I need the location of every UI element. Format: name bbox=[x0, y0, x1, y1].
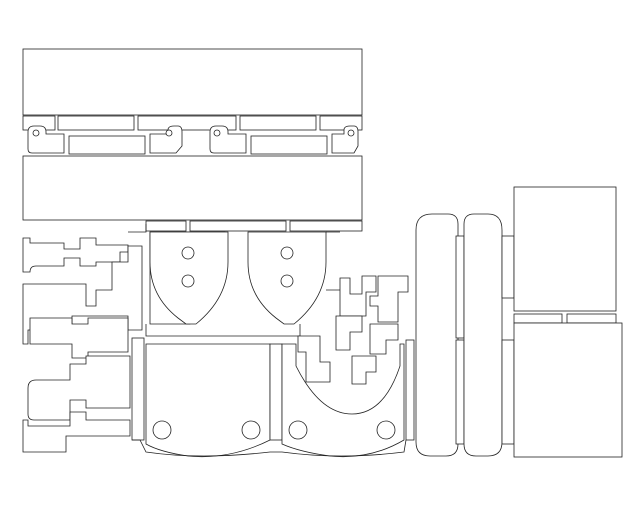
right-tab-1 bbox=[513, 313, 563, 324]
hinge-hole-3 bbox=[213, 129, 221, 137]
t-part-4 bbox=[369, 323, 399, 355]
lower-mid-strip bbox=[269, 343, 283, 441]
hinge-tab-2 bbox=[250, 135, 328, 155]
lower-panel-left bbox=[145, 343, 271, 458]
top-tab-3 bbox=[137, 115, 237, 131]
column-gap-upper-left bbox=[455, 235, 465, 339]
hinge-row bbox=[27, 125, 359, 155]
hinge-tab-1 bbox=[68, 135, 146, 155]
second-long-panel bbox=[22, 155, 363, 221]
lower-hole-4 bbox=[376, 420, 396, 440]
lower-hole-3 bbox=[288, 420, 308, 440]
clip-part-mid bbox=[29, 317, 129, 359]
right-tab-2 bbox=[566, 313, 617, 324]
t-part-5 bbox=[297, 335, 331, 383]
column-gap-lower-right bbox=[501, 339, 515, 445]
lower-outline bbox=[132, 439, 407, 457]
lobe-hole-2 bbox=[181, 274, 195, 288]
t-part-6 bbox=[351, 355, 377, 385]
lobe-frame-lines bbox=[128, 224, 340, 337]
lower-hole-2 bbox=[241, 420, 261, 440]
top-long-panel bbox=[22, 48, 363, 116]
lower-left-strip bbox=[131, 337, 145, 441]
second-tab-1 bbox=[145, 220, 187, 232]
clip-part-lower bbox=[27, 355, 131, 421]
lower-panel-right bbox=[281, 343, 405, 457]
hinge-hole-4 bbox=[347, 129, 355, 137]
t-part-3 bbox=[335, 315, 363, 351]
hinge-ear-2 bbox=[149, 125, 183, 154]
second-tab-2 bbox=[189, 220, 287, 232]
hinge-hole-2 bbox=[165, 129, 173, 137]
lobe-hole-1 bbox=[181, 246, 195, 260]
t-part-2 bbox=[369, 275, 409, 323]
top-tab-2 bbox=[57, 115, 135, 131]
lower-hole-1 bbox=[152, 420, 172, 440]
column-gap-lower-left bbox=[455, 339, 465, 445]
lower-right-strip bbox=[405, 339, 415, 441]
top-tab-4 bbox=[239, 115, 317, 131]
clip-base bbox=[22, 411, 131, 453]
tall-column-right bbox=[463, 213, 503, 457]
column-gap-upper-right bbox=[501, 235, 515, 299]
clip-part-top bbox=[22, 237, 129, 273]
hinge-hole-1 bbox=[32, 129, 40, 137]
right-panel-lower bbox=[513, 322, 623, 458]
tall-column-left bbox=[415, 213, 459, 457]
lobe-hole-3 bbox=[280, 246, 294, 260]
lobe-hole-4 bbox=[280, 274, 294, 288]
right-panel-upper bbox=[513, 186, 617, 312]
second-tab-3 bbox=[289, 220, 363, 232]
